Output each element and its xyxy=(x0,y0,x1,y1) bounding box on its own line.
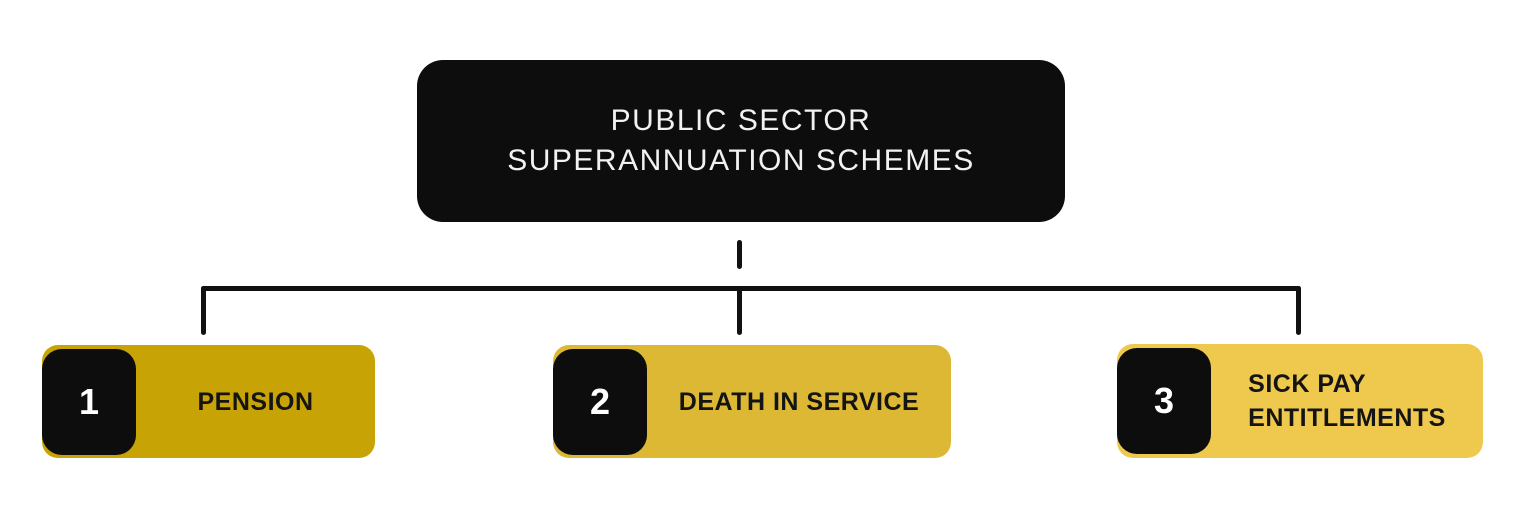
number-badge-3: 3 xyxy=(1117,348,1211,454)
child-node-death-in-service: 2 DEATH IN SERVICE xyxy=(553,345,951,458)
connector-drop-center xyxy=(737,286,742,335)
root-title-line-1: PUBLIC SECTOR xyxy=(610,104,872,137)
badge-number-text: 3 xyxy=(1153,380,1175,421)
badge-number-text: 2 xyxy=(589,380,611,422)
child-node-sick-pay-entitlements: 3 SICK PAY ENTITLEMENTS xyxy=(1117,344,1483,458)
child-label-wrap: SICK PAY ENTITLEMENTS xyxy=(1211,367,1483,435)
child-label-pension: PENSION xyxy=(197,387,314,416)
root-title-line-2: SUPERANNUATION SCHEMES xyxy=(507,144,975,177)
connector-drop-left xyxy=(201,286,206,335)
child-label-death-in-service: DEATH IN SERVICE xyxy=(678,387,920,416)
child-label-wrap: PENSION xyxy=(136,385,375,419)
connector-drop-right xyxy=(1296,286,1301,335)
child-label-wrap: DEATH IN SERVICE xyxy=(647,385,951,419)
connector-rail xyxy=(201,286,1301,291)
number-badge-1: 1 xyxy=(42,348,136,455)
connector-stem xyxy=(737,240,742,269)
root-node-public-sector-superannuation-schemes: PUBLIC SECTOR SUPERANNUATION SCHEMES xyxy=(417,60,1065,222)
number-badge-2: 2 xyxy=(553,348,647,455)
child-node-pension: 1 PENSION xyxy=(42,345,375,458)
child-label-sick-pay-entitlements: SICK PAY ENTITLEMENTS xyxy=(1248,370,1446,432)
badge-number-text: 1 xyxy=(78,380,100,422)
